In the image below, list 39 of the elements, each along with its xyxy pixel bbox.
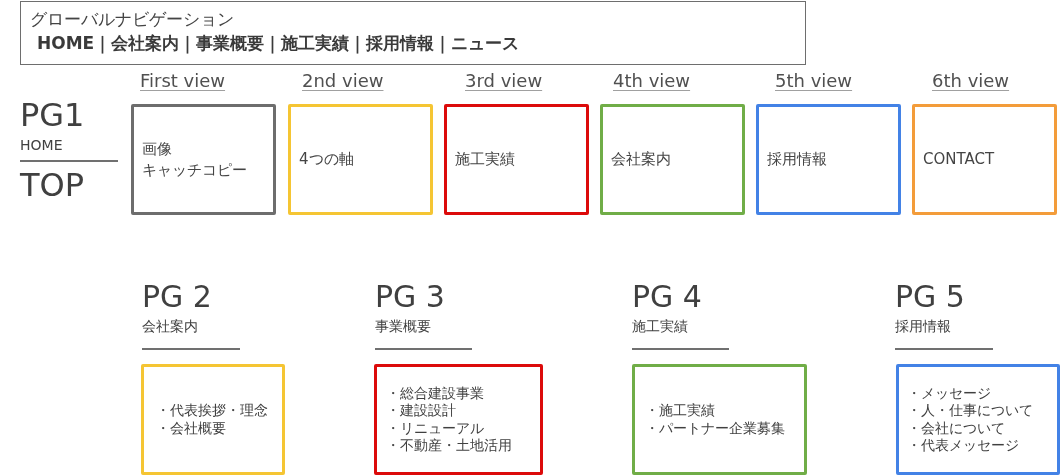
page-subtitle: 施工実績 (632, 318, 688, 335)
page-number: PG1 (20, 97, 85, 133)
list-item: ・パートナー企業募集 (645, 419, 786, 437)
list-item: ・施工実績 (645, 402, 716, 420)
list-item: ・代表メッセージ (907, 437, 1020, 455)
page-title: TOP (20, 167, 85, 203)
list-item: ・総合建設事業 (386, 384, 485, 402)
view-heading: 6th view (932, 70, 1010, 92)
section-text: 会社案内 (611, 149, 672, 170)
section-text: 採用情報 (767, 149, 828, 170)
page-number: PG 3 (375, 280, 445, 314)
section-text: CONTACT (923, 149, 996, 170)
section-text: 画像 (142, 138, 173, 160)
section-text: 4つの軸 (299, 149, 355, 170)
view-heading: 5th view (775, 70, 853, 92)
list-item: ・リニューアル (386, 419, 485, 437)
view-heading: 3rd view (465, 70, 543, 92)
list-item: ・会社概要 (156, 419, 227, 437)
nav-menu-text: HOME｜会社案内｜事業概要｜施工実績｜採用情報｜ニュース (37, 33, 520, 54)
list-item: ・人・仕事について (907, 402, 1034, 420)
list-item: ・不動産・土地活用 (386, 437, 513, 455)
view-heading: 2nd view (302, 70, 384, 92)
page-number: PG 2 (142, 280, 212, 314)
page-subtitle: 事業概要 (375, 318, 431, 335)
nav-title: グローバルナビゲーション (30, 9, 234, 29)
section-text: キャッチコピー (142, 159, 248, 181)
page-number: PG 5 (895, 280, 965, 314)
view-heading: 4th view (613, 70, 691, 92)
page-subtitle: HOME (20, 137, 63, 154)
section-text: 施工実績 (455, 149, 516, 170)
navigation-box (20, 1, 806, 65)
page-subtitle: 採用情報 (895, 318, 951, 335)
view-heading: First view (140, 70, 226, 92)
list-item: ・建設設計 (386, 402, 457, 420)
page-subtitle: 会社案内 (142, 318, 198, 335)
list-item: ・メッセージ (907, 384, 992, 402)
list-item: ・会社について (907, 419, 1006, 437)
list-item: ・代表挨拶・理念 (156, 402, 269, 420)
page-number: PG 4 (632, 280, 702, 314)
